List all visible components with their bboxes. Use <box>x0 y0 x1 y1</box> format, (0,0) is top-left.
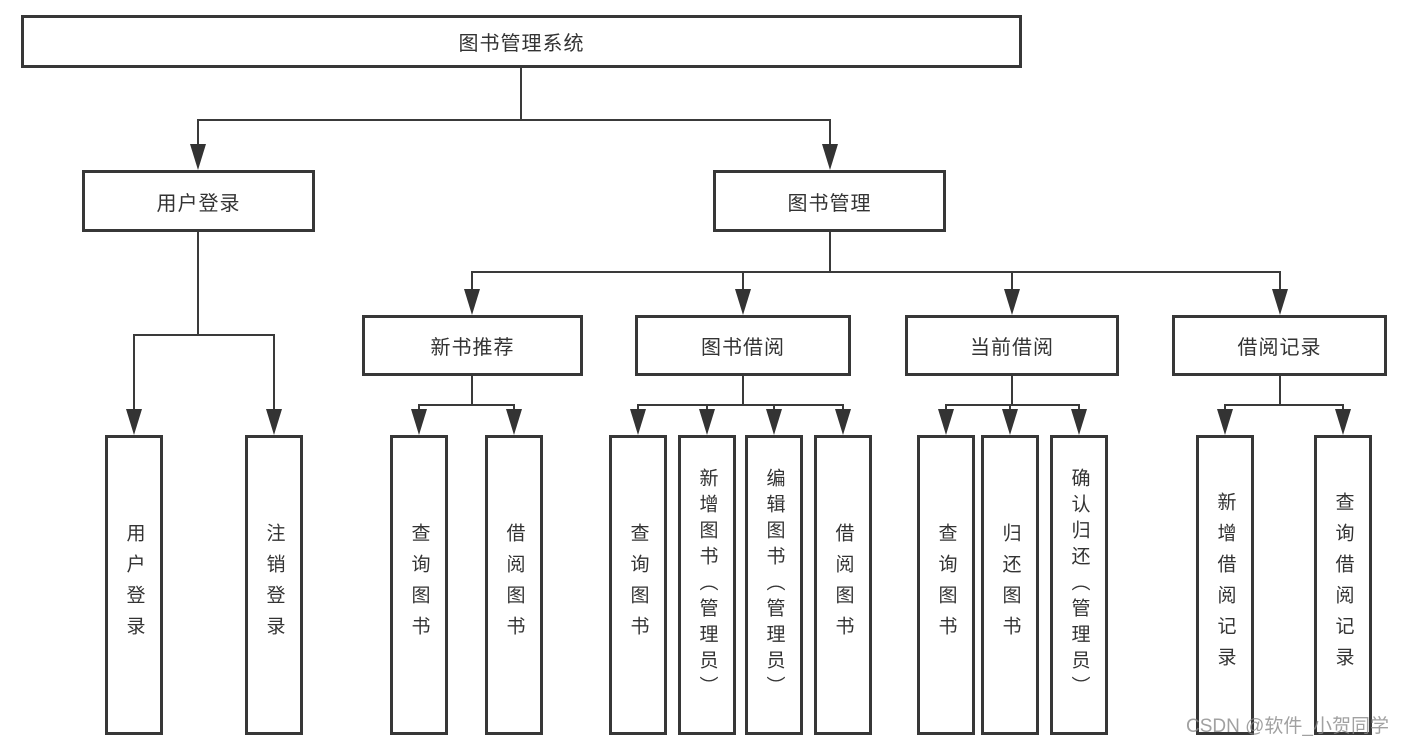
connector-to-borrow-records <box>1279 271 1281 290</box>
leaf-logout: 注销登录 <box>245 435 303 735</box>
leaf-query-borrow-record-label: 查询借阅记录 <box>1332 492 1354 678</box>
leaf-user-login: 用户登录 <box>105 435 163 735</box>
leaf-borrow-book-1: 借阅图书 <box>485 435 543 735</box>
connector-g4-drop2 <box>1009 404 1011 412</box>
node-borrow-records: 借阅记录 <box>1172 315 1387 376</box>
connector-mgmt-stub <box>829 232 831 273</box>
leaf-query-book-1: 查询图书 <box>390 435 448 735</box>
leaf-query-book-3: 查询图书 <box>917 435 975 735</box>
connector-g3-drop3 <box>773 404 775 412</box>
arrow-down-icon <box>1217 409 1233 435</box>
node-current-borrow: 当前借阅 <box>905 315 1119 376</box>
node-root-label: 图书管理系统 <box>458 33 585 55</box>
leaf-add-borrow-record-label: 新增借阅记录 <box>1214 492 1236 678</box>
leaf-query-book-2: 查询图书 <box>609 435 667 735</box>
leaf-logout-label: 注销登录 <box>263 523 285 647</box>
leaf-query-book-2-label: 查询图书 <box>627 523 649 647</box>
node-book-borrow: 图书借阅 <box>635 315 851 376</box>
connector-g2-stub <box>471 376 473 406</box>
node-current-borrow-label: 当前借阅 <box>970 337 1054 359</box>
connector-g4-drop3 <box>1078 404 1080 412</box>
connector-g5-stub <box>1279 376 1281 406</box>
connector-to-leaf-logout <box>273 334 275 410</box>
connector-root-rail <box>197 119 831 121</box>
node-user-login: 用户登录 <box>82 170 315 232</box>
arrow-down-icon <box>411 409 427 435</box>
csdn-watermark: CSDN @软件_小贺同学 <box>1186 716 1389 737</box>
leaf-borrow-book-2-label: 借阅图书 <box>832 523 854 647</box>
connector-login-stub <box>197 232 199 336</box>
arrow-down-icon <box>1071 409 1087 435</box>
arrow-down-icon <box>938 409 954 435</box>
leaf-add-book-admin-label: 新增图书（管理员） <box>696 468 718 702</box>
leaf-borrow-book-2: 借阅图书 <box>814 435 872 735</box>
leaf-query-borrow-record: 查询借阅记录 <box>1314 435 1372 735</box>
arrow-down-icon <box>190 144 206 170</box>
node-user-login-label: 用户登录 <box>156 192 241 215</box>
connector-g4-drop1 <box>945 404 947 412</box>
connector-root-stub <box>520 68 522 121</box>
connector-g3-drop1 <box>637 404 639 412</box>
arrow-down-icon <box>1002 409 1018 435</box>
leaf-confirm-return-admin-label: 确认归还（管理员） <box>1068 468 1090 702</box>
arrow-down-icon <box>126 409 142 435</box>
connector-g5-drop1 <box>1224 404 1226 412</box>
node-new-book-recommend: 新书推荐 <box>362 315 583 376</box>
connector-to-book-borrow <box>742 271 744 290</box>
connector-to-leaf-user-login <box>133 334 135 410</box>
arrow-down-icon <box>699 409 715 435</box>
connector-to-user-login <box>197 119 199 146</box>
arrow-down-icon <box>506 409 522 435</box>
leaf-user-login-label: 用户登录 <box>123 523 145 647</box>
connector-to-book-management <box>829 119 831 146</box>
connector-to-new-book <box>471 271 473 290</box>
connector-g3-drop2 <box>706 404 708 412</box>
connector-g4-rail <box>945 404 1079 406</box>
arrow-down-icon <box>735 289 751 315</box>
connector-g3-drop4 <box>842 404 844 412</box>
leaf-return-book: 归还图书 <box>981 435 1039 735</box>
leaf-add-book-admin: 新增图书（管理员） <box>678 435 736 735</box>
arrow-down-icon <box>630 409 646 435</box>
connector-g5-rail <box>1224 404 1343 406</box>
connector-login-rail <box>133 334 275 336</box>
connector-g3-stub <box>742 376 744 406</box>
connector-g3-rail <box>637 404 843 406</box>
connector-g5-drop2 <box>1342 404 1344 412</box>
arrow-down-icon <box>822 144 838 170</box>
leaf-borrow-book-1-label: 借阅图书 <box>503 523 525 647</box>
connector-g2-drop1 <box>418 404 420 412</box>
node-borrow-records-label: 借阅记录 <box>1237 337 1322 359</box>
connector-g2-drop2 <box>513 404 515 412</box>
leaf-query-book-1-label: 查询图书 <box>408 523 430 647</box>
node-new-book-recommend-label: 新书推荐 <box>430 337 515 359</box>
arrow-down-icon <box>766 409 782 435</box>
arrow-down-icon <box>464 289 480 315</box>
connector-mgmt-rail <box>471 271 1280 273</box>
node-book-management-label: 图书管理 <box>787 192 872 215</box>
arrow-down-icon <box>1272 289 1288 315</box>
connector-g2-rail <box>418 404 515 406</box>
arrow-down-icon <box>1335 409 1351 435</box>
leaf-edit-book-admin: 编辑图书（管理员） <box>745 435 803 735</box>
leaf-edit-book-admin-label: 编辑图书（管理员） <box>763 468 785 702</box>
node-book-borrow-label: 图书借阅 <box>701 337 785 359</box>
leaf-return-book-label: 归还图书 <box>999 523 1021 647</box>
connector-g4-stub <box>1011 376 1013 406</box>
node-root: 图书管理系统 <box>21 15 1022 68</box>
leaf-query-book-3-label: 查询图书 <box>935 523 957 647</box>
connector-to-current-borrow <box>1011 271 1013 290</box>
arrow-down-icon <box>835 409 851 435</box>
arrow-down-icon <box>266 409 282 435</box>
leaf-confirm-return-admin: 确认归还（管理员） <box>1050 435 1108 735</box>
node-book-management: 图书管理 <box>713 170 946 232</box>
leaf-add-borrow-record: 新增借阅记录 <box>1196 435 1254 735</box>
arrow-down-icon <box>1004 289 1020 315</box>
